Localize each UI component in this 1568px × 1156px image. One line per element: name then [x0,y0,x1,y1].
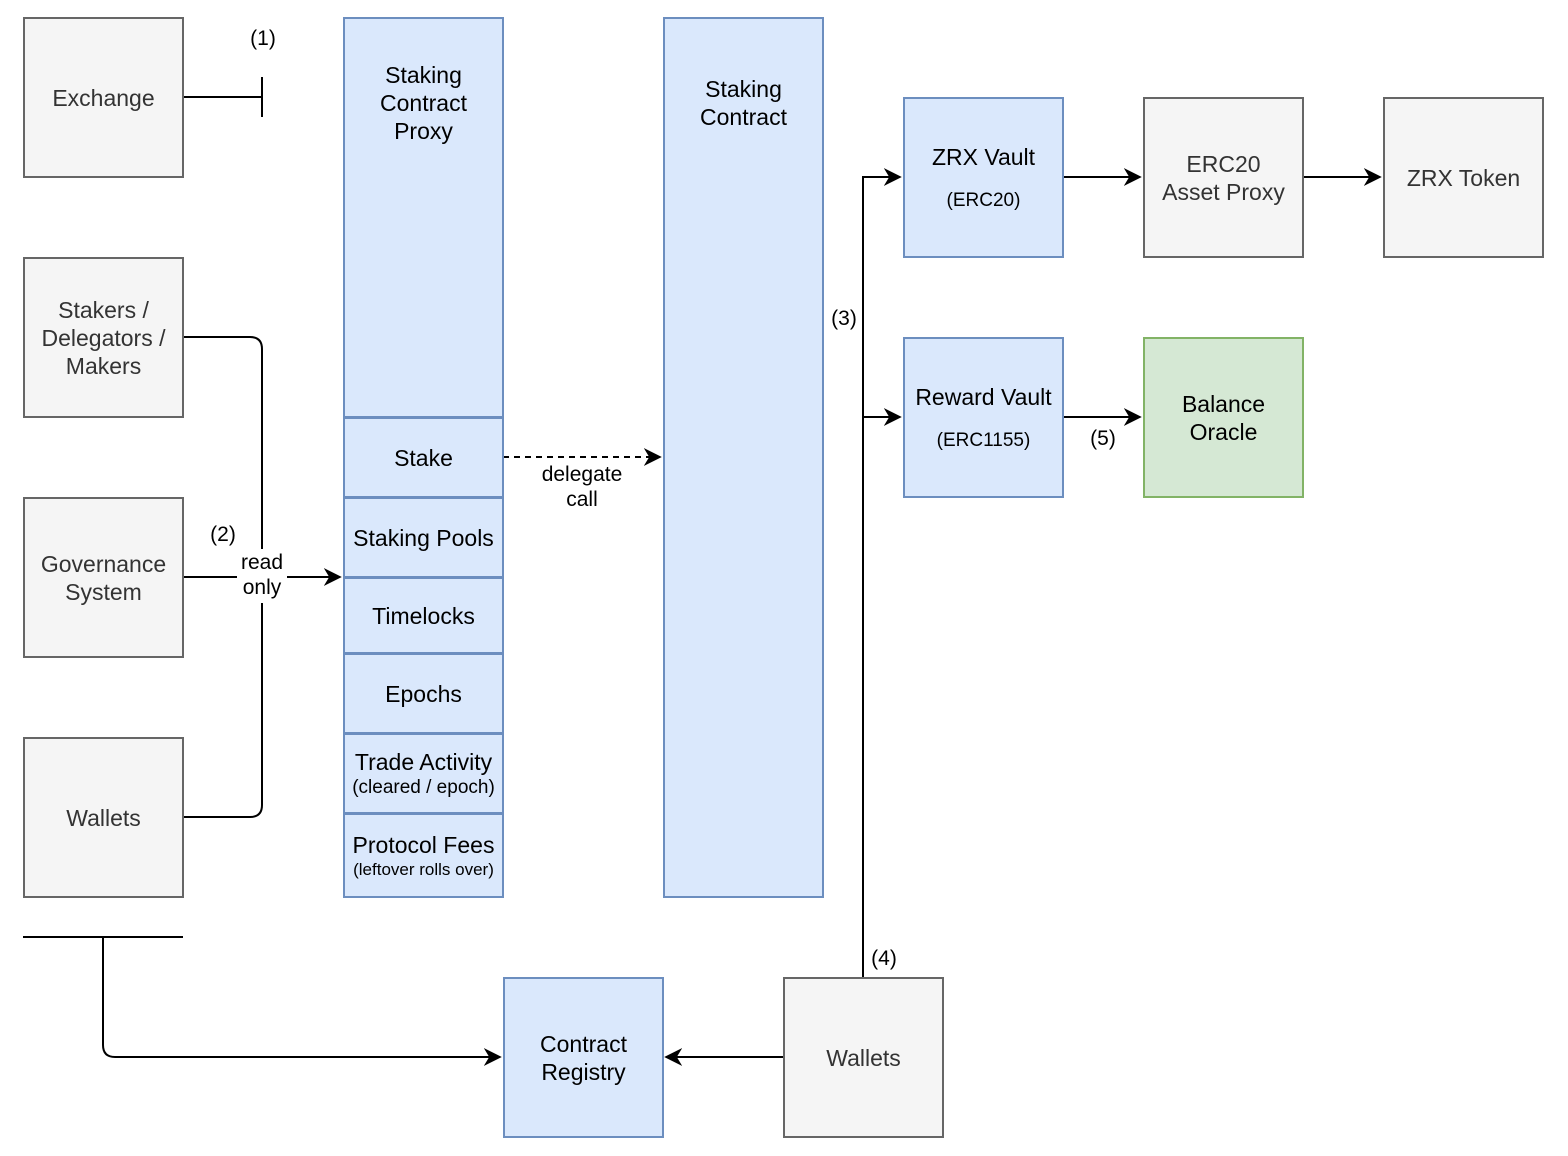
label-5: (5) [1090,427,1116,450]
staking-contract-label-line2: Contract [700,104,787,130]
governance-label-line1: Governance [40,550,167,577]
zrx-vault-sublabel: (ERC20) [946,189,1021,211]
erc20-proxy-label-line2: Asset Proxy [1162,178,1285,205]
stakers-label-line1: Stakers / [58,296,149,323]
staking-pools-node: Staking Pools [343,497,504,578]
stakers-node: Stakers / Delegators / Makers [23,257,184,418]
label-3: (3) [831,307,857,330]
edge-stakers [183,336,263,549]
proxy-label-line1: Staking [385,62,462,88]
staking-pools-label: Staking Pools [353,524,494,551]
zrx-vault-node: ZRX Vault (ERC20) [903,97,1064,258]
delegate-call-line2: call [566,488,598,511]
zrx-vault-label: ZRX Vault [931,143,1036,170]
delegate-call-label: delegate call [537,462,627,512]
erc20-proxy-label-line1: ERC20 [1186,150,1261,177]
edge-wallets-left [183,603,263,818]
exchange-label: Exchange [52,84,155,111]
wallets-left-label: Wallets [66,804,141,831]
edge-trunk [862,168,902,977]
read-only-line2: only [242,576,282,599]
contract-registry-label-line1: Contract [540,1030,627,1057]
balance-oracle-node: Balance Oracle [1143,337,1304,498]
balance-oracle-label-line1: Balance [1181,390,1266,417]
reward-vault-label: Reward Vault [915,383,1052,410]
exchange-node: Exchange [23,17,184,178]
stakers-label-line3: Makers [65,352,142,379]
reward-vault-sublabel: (ERC1155) [936,429,1031,451]
stake-label: Stake [394,444,453,471]
label-4: (4) [871,947,897,970]
staking-contract-node: Staking Contract [663,17,824,898]
epochs-label: Epochs [385,680,462,707]
wallets-bottom-node: Wallets [783,977,944,1138]
governance-node: Governance System [23,497,184,658]
trade-activity-sublabel: (cleared / epoch) [352,776,495,798]
erc20-asset-proxy-node: ERC20 Asset Proxy [1143,97,1304,258]
protocol-fees-node: Protocol Fees (leftover rolls over) [343,813,504,898]
staking-contract-proxy-node: Staking Contract Proxy [343,17,504,418]
staking-contract-label-line1: Staking [705,76,782,102]
stakers-label-line2: Delegators / [41,324,166,351]
delegate-call-line1: delegate [541,463,623,486]
label-2: (2) [210,523,236,546]
zrx-token-label: ZRX Token [1406,164,1521,191]
proxy-label-line2: Contract [380,90,467,116]
epochs-node: Epochs [343,653,504,734]
protocol-fees-sublabel: (leftover rolls over) [353,859,494,879]
zrx-token-node: ZRX Token [1383,97,1544,258]
label-1: (1) [250,27,276,50]
contract-registry-node: Contract Registry [503,977,664,1138]
contract-registry-label-line2: Registry [541,1058,626,1085]
edge-left-registry [102,937,502,1066]
balance-oracle-label-line2: Oracle [1189,418,1258,445]
proxy-label-line3: Proxy [394,118,453,144]
trade-activity-label: Trade Activity [354,748,493,775]
protocol-fees-label: Protocol Fees [352,831,495,858]
timelocks-node: Timelocks [343,577,504,654]
read-only-label: read only [237,550,287,600]
stake-node: Stake [343,417,504,498]
read-only-line1: read [240,551,284,574]
wallets-left-node: Wallets [23,737,184,898]
trade-activity-node: Trade Activity (cleared / epoch) [343,733,504,814]
wallets-bottom-label: Wallets [826,1044,901,1071]
governance-label-line2: System [65,578,142,605]
timelocks-label: Timelocks [372,602,475,629]
reward-vault-node: Reward Vault (ERC1155) [903,337,1064,498]
